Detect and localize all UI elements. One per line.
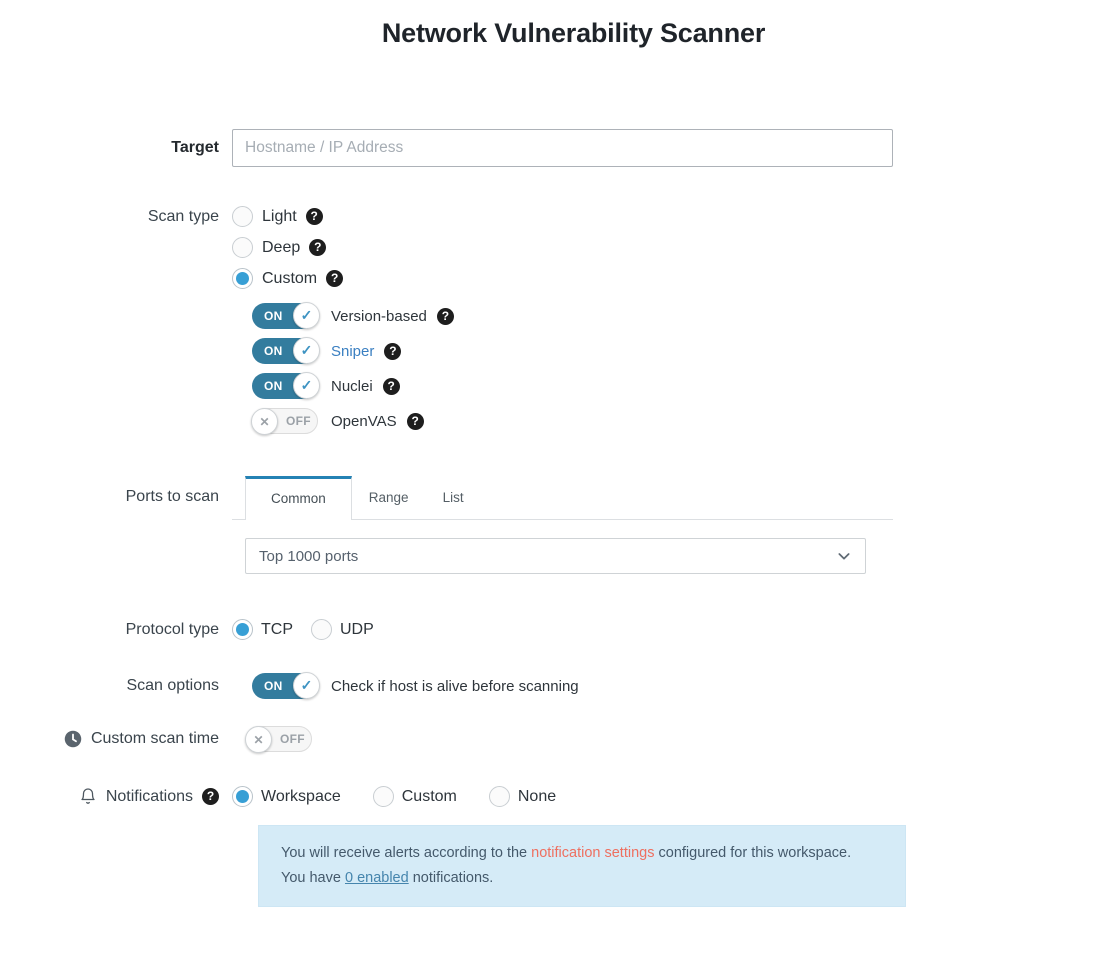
alert-text: notifications. bbox=[412, 870, 494, 886]
radio-deep[interactable] bbox=[232, 237, 253, 258]
notifications-row: Notifications Workspace Custom None bbox=[0, 786, 1093, 807]
notification-settings-link[interactable]: notification settings bbox=[531, 845, 655, 861]
ports-select-row: Top 1000 ports bbox=[0, 538, 1093, 574]
version-based-toggle[interactable]: ON bbox=[252, 302, 320, 329]
radio-udp-label[interactable]: UDP bbox=[340, 620, 374, 638]
ports-select-value: Top 1000 ports bbox=[259, 547, 359, 565]
notifications-alert-box: You will receive alerts according to the… bbox=[258, 825, 906, 907]
openvas-toggle[interactable]: OFF bbox=[251, 408, 318, 435]
openvas-label: OpenVAS bbox=[331, 412, 397, 430]
target-input[interactable] bbox=[232, 129, 893, 167]
tab-list[interactable]: List bbox=[442, 490, 464, 505]
alert-text: You will receive alerts according to the bbox=[281, 845, 528, 861]
alert-text: You have bbox=[281, 870, 341, 886]
help-icon[interactable] bbox=[406, 412, 424, 430]
host-alive-caption: Check if host is alive before scanning bbox=[331, 677, 579, 695]
radio-tcp[interactable] bbox=[232, 619, 253, 640]
help-icon[interactable] bbox=[309, 239, 327, 256]
toggle-state-text: ON bbox=[264, 309, 283, 323]
toggle-state-text: ON bbox=[264, 344, 283, 358]
notifications-option-custom[interactable]: Custom bbox=[372, 786, 457, 807]
check-icon bbox=[293, 372, 320, 399]
protocol-option-tcp[interactable]: TCP bbox=[232, 619, 293, 640]
radio-deep-label[interactable]: Deep bbox=[262, 238, 301, 256]
notifications-option-none[interactable]: None bbox=[488, 786, 557, 807]
ports-row: Ports to scan Common Range List bbox=[0, 476, 1093, 520]
radio-light[interactable] bbox=[232, 206, 253, 227]
notifications-option-workspace[interactable]: Workspace bbox=[232, 786, 341, 807]
help-icon[interactable] bbox=[436, 307, 454, 325]
help-icon[interactable] bbox=[305, 208, 323, 225]
tool-row-sniper: ON Sniper bbox=[252, 337, 1093, 364]
nuclei-label: Nuclei bbox=[331, 377, 373, 395]
nuclei-toggle[interactable]: ON bbox=[252, 372, 320, 399]
protocol-label: Protocol type bbox=[125, 620, 219, 638]
notifications-alert-row: You will receive alerts according to the… bbox=[0, 825, 1093, 907]
chevron-down-icon bbox=[836, 548, 852, 564]
x-icon bbox=[245, 726, 272, 753]
target-label: Target bbox=[171, 139, 219, 156]
help-icon[interactable] bbox=[382, 377, 400, 395]
custom-scan-time-label: Custom scan time bbox=[90, 730, 219, 747]
sniper-link[interactable]: Sniper bbox=[331, 342, 375, 360]
target-row: Target bbox=[0, 129, 1093, 167]
scan-type-option-custom[interactable]: Custom bbox=[232, 263, 344, 294]
tool-row-version-based: ON Version-based bbox=[252, 302, 1093, 329]
custom-scan-time-toggle[interactable]: OFF bbox=[245, 726, 312, 753]
radio-none-label[interactable]: None bbox=[517, 787, 557, 805]
sniper-toggle[interactable]: ON bbox=[252, 337, 320, 364]
ports-tabstrip: Common Range List bbox=[232, 476, 893, 520]
clock-icon bbox=[64, 730, 82, 748]
scan-form: Target Scan type Light Deep Custom bbox=[0, 129, 1093, 907]
tab-common[interactable]: Common bbox=[245, 476, 352, 520]
custom-scan-time-row: Custom scan time OFF bbox=[0, 726, 1093, 753]
bell-icon bbox=[79, 787, 97, 806]
radio-udp[interactable] bbox=[311, 619, 332, 640]
radio-custom-label[interactable]: Custom bbox=[262, 269, 318, 287]
alert-text: configured for this workspace. bbox=[658, 845, 852, 861]
page-title: Network Vulnerability Scanner bbox=[381, 18, 766, 48]
toggle-state-text: OFF bbox=[280, 732, 305, 746]
tab-range[interactable]: Range bbox=[368, 490, 409, 505]
radio-custom[interactable] bbox=[232, 268, 253, 289]
scan-type-label: Scan type bbox=[147, 208, 219, 225]
tool-row-nuclei: ON Nuclei bbox=[252, 372, 1093, 399]
version-based-label: Version-based bbox=[331, 307, 427, 325]
help-icon[interactable] bbox=[384, 342, 402, 360]
ports-select[interactable]: Top 1000 ports bbox=[245, 538, 866, 574]
check-icon bbox=[293, 302, 320, 329]
radio-notif-custom-label[interactable]: Custom bbox=[401, 787, 457, 805]
protocol-row: Protocol type TCP UDP bbox=[0, 619, 1093, 640]
radio-light-label[interactable]: Light bbox=[262, 207, 297, 225]
toggle-state-text: ON bbox=[264, 379, 283, 393]
toggle-state-text: OFF bbox=[286, 414, 311, 428]
host-alive-toggle[interactable]: ON bbox=[252, 672, 320, 699]
ports-label: Ports to scan bbox=[125, 488, 219, 505]
scan-type-row: Scan type Light Deep Custom bbox=[0, 201, 1093, 294]
notifications-label: Notifications bbox=[105, 787, 193, 805]
help-icon[interactable] bbox=[326, 270, 344, 287]
radio-workspace[interactable] bbox=[232, 786, 253, 807]
protocol-option-udp[interactable]: UDP bbox=[311, 619, 374, 640]
scan-options-row: Scan options ON Check if host is alive b… bbox=[0, 672, 1093, 699]
check-icon bbox=[293, 337, 320, 364]
check-icon bbox=[293, 672, 320, 699]
toggle-state-text: ON bbox=[264, 679, 283, 693]
radio-tcp-label[interactable]: TCP bbox=[261, 620, 293, 638]
radio-workspace-label[interactable]: Workspace bbox=[261, 787, 341, 805]
x-icon bbox=[251, 408, 278, 435]
scan-type-option-deep[interactable]: Deep bbox=[232, 232, 343, 263]
scan-options-label: Scan options bbox=[126, 677, 219, 694]
tool-row-openvas: OFF OpenVAS bbox=[251, 408, 1093, 435]
radio-notif-custom[interactable] bbox=[372, 786, 394, 807]
enabled-notifications-link[interactable]: 0 enabled bbox=[344, 870, 409, 886]
help-icon[interactable] bbox=[202, 788, 219, 805]
scan-type-option-light[interactable]: Light bbox=[232, 201, 343, 232]
radio-none[interactable] bbox=[488, 786, 510, 807]
scan-tools-list: ON Version-based ON Sniper ON Nuclei bbox=[251, 302, 1093, 435]
